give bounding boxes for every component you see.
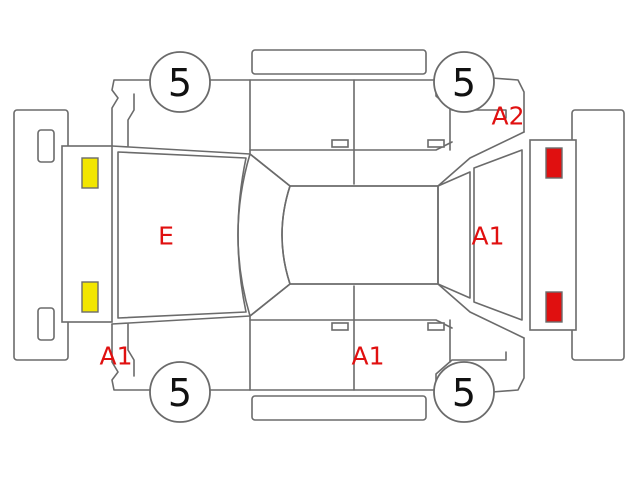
damage-code-rear-glass: A1: [471, 222, 504, 251]
hood-panel: [117, 151, 247, 319]
roof-rail-top: [251, 49, 427, 75]
roof-panel: [281, 185, 439, 285]
tire-rear-right: 5: [433, 361, 495, 423]
roof-rail-bottom: [251, 395, 427, 421]
front-light-lower: [81, 281, 99, 313]
tire-front-left-value: 5: [168, 61, 192, 105]
damage-code-front-left-corner: A1: [99, 342, 132, 371]
front-light-upper: [81, 157, 99, 189]
tire-rear-left: 5: [433, 51, 495, 113]
rear-light-upper: [545, 147, 563, 179]
rear-bumper: [529, 109, 625, 361]
front-bumper: [13, 109, 113, 361]
tire-rear-right-value: 5: [452, 371, 476, 415]
damage-code-rear-right-corner: A2: [491, 102, 524, 131]
tire-front-left: 5: [149, 51, 211, 113]
body-side-bottom: [111, 283, 525, 393]
tire-front-right-value: 5: [168, 371, 192, 415]
damage-code-hood: E: [158, 222, 174, 251]
tire-front-right: 5: [149, 361, 211, 423]
damage-code-rear-left-door: A1: [351, 342, 384, 371]
tire-rear-left-value: 5: [452, 61, 476, 105]
rear-light-lower: [545, 291, 563, 323]
rear-glass: [437, 171, 471, 299]
tailgate-window: [473, 149, 523, 321]
